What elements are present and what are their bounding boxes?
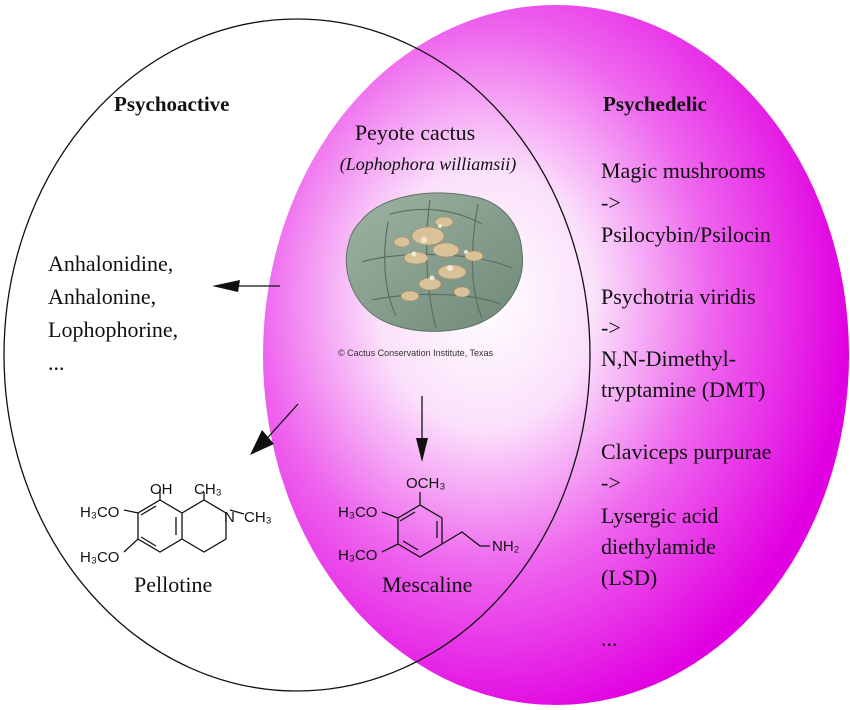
psychedelic-arrow-1: -> — [601, 190, 621, 215]
psychedelic-compound-3c: (LSD) — [601, 565, 658, 590]
arrow-to-mescaline — [416, 396, 428, 462]
psychedelic-compound-2a: N,N-Dimethyl- — [601, 346, 737, 371]
peyote-title: Peyote cactus — [354, 120, 476, 145]
pellotine-ch3-right-label: CH₃ — [244, 509, 272, 526]
mescaline-label: Mescaline — [382, 572, 473, 597]
alkaloid-item: Anhalonine, — [48, 284, 157, 309]
psychedelic-arrow-2: -> — [601, 315, 621, 340]
mescaline-h3co-upper-label: H₃CO — [338, 504, 377, 521]
psychedelic-source-2: Psychotria viridis — [601, 284, 756, 309]
psychedelic-compound-3b: diethylamide — [601, 534, 716, 559]
pellotine-structure — [123, 489, 245, 553]
mescaline-h3co-lower-label: H₃CO — [338, 547, 377, 564]
psychedelic-set-ellipse — [263, 5, 849, 705]
psychoactive-alkaloid-list: Anhalonidine, Anhalonine, Lophophorine, … — [48, 247, 178, 379]
psychedelic-source-1: Magic mushrooms — [601, 158, 766, 183]
psychedelic-arrow-3: -> — [601, 470, 621, 495]
arrow-to-left-alkaloids — [212, 280, 280, 292]
pellotine-label: Pellotine — [134, 572, 213, 597]
photo-credit: © Cactus Conservation Institute, Texas — [338, 348, 494, 358]
alkaloid-item: ... — [48, 350, 65, 375]
psychedelic-ellipsis: ... — [601, 626, 618, 651]
psychedelic-source-3: Claviceps purpurae — [601, 439, 772, 464]
alkaloid-item: Lophophorine, — [48, 317, 179, 342]
psychedelic-compound-3a: Lysergic acid — [601, 503, 719, 528]
psychedelic-compound-2b: tryptamine (DMT) — [601, 377, 766, 402]
pellotine-ch3-top-label: CH₃ — [194, 481, 222, 498]
psychoactive-set-ellipse — [3, 18, 591, 692]
mescaline-och3-label: OCH₃ — [406, 475, 445, 492]
pellotine-h3co-lower-label: H₃CO — [80, 549, 119, 566]
pellotine-n-label: N — [224, 509, 235, 526]
psychoactive-set-title: Psychoactive — [114, 92, 230, 116]
arrow-to-pellotine — [250, 403, 299, 455]
mescaline-structure — [381, 492, 490, 558]
psychedelic-set-title: Psychedelic — [603, 92, 707, 116]
pellotine-h3co-upper-label: H₃CO — [80, 504, 119, 521]
mescaline-nh2-label: NH₂ — [492, 538, 520, 555]
pellotine-oh-label: OH — [150, 481, 173, 498]
peyote-scientific-name: (Lophophora williamsii) — [339, 154, 517, 174]
pellotine-labels: OH CH₃ N CH₃ H₃CO H₃CO — [80, 481, 272, 566]
mescaline-labels: OCH₃ H₃CO H₃CO NH₂ — [338, 475, 520, 564]
peyote-cactus-image — [345, 192, 524, 332]
alkaloid-item: Anhalonidine, — [48, 251, 174, 276]
psychedelic-compound-1: Psilocybin/Psilocin — [601, 222, 771, 247]
